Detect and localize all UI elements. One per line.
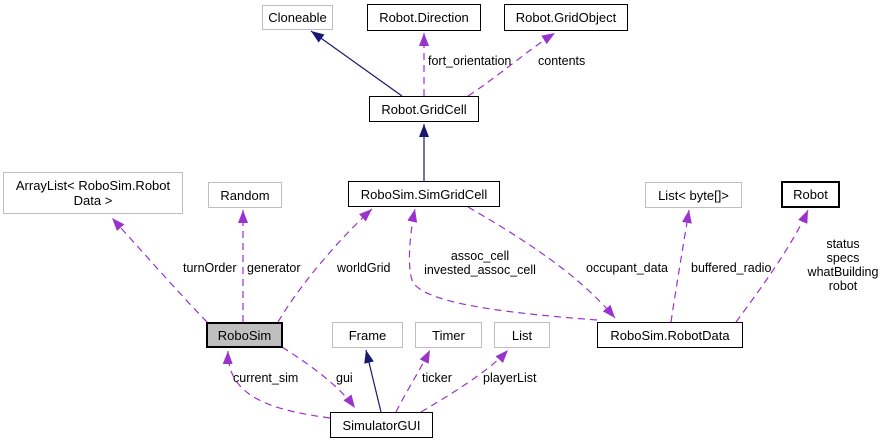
edge-label-generator: generator (247, 261, 301, 275)
edge-inheritance-gridcell-cloneable (310, 30, 403, 97)
node-robot-direction[interactable]: Robot.Direction (367, 4, 481, 31)
edge-label-worldgrid: worldGrid (337, 261, 391, 275)
edge-label-robot-fields: status specs whatBuilding robot (807, 237, 879, 293)
edge-label-contents: contents (538, 54, 586, 68)
node-robot[interactable]: Robot (781, 181, 840, 208)
node-robosim-robotdata[interactable]: RoboSim.RobotData (597, 322, 743, 348)
edge-label-current-sim: current_sim (233, 371, 299, 385)
edge-usage-assoc-cell (407, 208, 598, 321)
edge-inheritance-simulatorgui-frame (364, 349, 382, 413)
node-robot-gridcell[interactable]: Robot.GridCell (369, 96, 479, 122)
node-frame: Frame (332, 322, 403, 348)
edge-label-gui: gui (336, 371, 353, 385)
node-list: List (494, 322, 550, 348)
node-list-byte: List< byte[]> (645, 182, 742, 208)
edge-usage-turnorder (111, 217, 208, 323)
edge-usage-buffered-radio (670, 209, 692, 323)
node-random: Random (208, 182, 282, 208)
node-robot-gridobject[interactable]: Robot.GridObject (504, 4, 628, 31)
edge-usage-robot-fields (735, 209, 809, 323)
node-cloneable: Cloneable (262, 5, 333, 30)
edge-usage-gui (281, 346, 356, 409)
edge-label-playerlist: playerList (483, 371, 537, 385)
edge-label-occupant-data: occupant_data (586, 261, 669, 275)
node-simulatorgui[interactable]: SimulatorGUI (330, 412, 433, 438)
edge-usage-playerlist (420, 349, 509, 413)
node-timer: Timer (415, 322, 482, 348)
edge-usage-ticker (395, 349, 431, 413)
node-robosim[interactable]: RoboSim (206, 322, 283, 348)
edge-label-ticker: ticker (422, 371, 452, 385)
edge-label-fort-orientation: fort_orientation (428, 54, 512, 68)
edge-usage-contents (467, 32, 556, 97)
edge-usage-worldgrid (277, 208, 373, 323)
node-robosim-simgridcell[interactable]: RoboSim.SimGridCell (348, 181, 500, 207)
node-arraylist-robosim-robotdata: ArrayList< RoboSim.Robot Data > (3, 172, 183, 214)
edge-label-assoc-cell: assoc_cell invested_assoc_cell (424, 249, 536, 277)
edge-usage-current-sim (222, 350, 331, 419)
edge-label-turnorder: turnOrder (183, 261, 237, 275)
edge-label-buffered-radio: buffered_radio (691, 261, 772, 275)
